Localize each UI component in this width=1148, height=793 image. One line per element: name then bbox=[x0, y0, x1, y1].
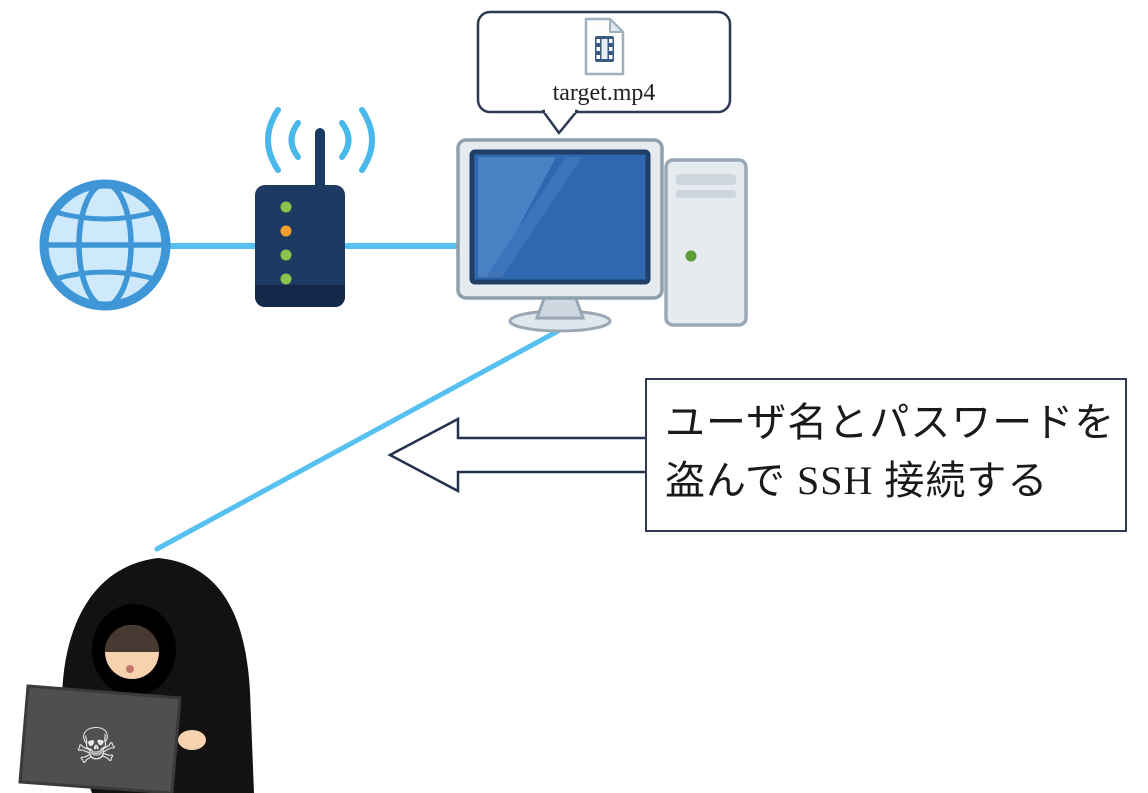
callout-line2: 盗んで SSH 接続する bbox=[665, 458, 1049, 503]
router-led-orange bbox=[280, 225, 292, 237]
router-antenna bbox=[315, 128, 325, 198]
tower-power-led bbox=[685, 250, 697, 262]
tower-drive-slot-1 bbox=[676, 174, 736, 185]
line-hacker-computer bbox=[154, 328, 561, 552]
skull-icon: ☠ bbox=[73, 719, 120, 775]
arrow-left-icon bbox=[387, 416, 652, 494]
screen-glare bbox=[478, 157, 556, 277]
globe-icon bbox=[39, 179, 171, 311]
hand bbox=[178, 730, 206, 750]
callout-box: ユーザ名とパスワードを 盗んで SSH 接続する bbox=[645, 378, 1127, 532]
hacker-icon: ☠ bbox=[18, 558, 254, 793]
router-led-green-3 bbox=[280, 273, 292, 285]
face-shadow bbox=[105, 625, 159, 652]
wifi-waves-icon bbox=[265, 107, 375, 173]
tower-icon bbox=[664, 158, 748, 327]
screen-glare-2 bbox=[486, 157, 582, 277]
video-file-icon bbox=[584, 17, 625, 76]
mouth bbox=[126, 665, 134, 673]
network-lines bbox=[154, 243, 561, 552]
bubble-tail bbox=[541, 109, 579, 135]
laptop-lid bbox=[18, 684, 182, 793]
speech-bubble bbox=[476, 10, 732, 135]
router-led-green-2 bbox=[280, 249, 292, 261]
callout-line1: ユーザ名とパスワードを bbox=[665, 400, 1116, 445]
router-led-green-1 bbox=[280, 201, 292, 213]
desktop-computer-icon bbox=[456, 138, 748, 333]
router-icon bbox=[255, 107, 375, 307]
tower-drive-slot-2 bbox=[676, 190, 736, 198]
bubble-filename: target.mp4 bbox=[552, 80, 656, 106]
